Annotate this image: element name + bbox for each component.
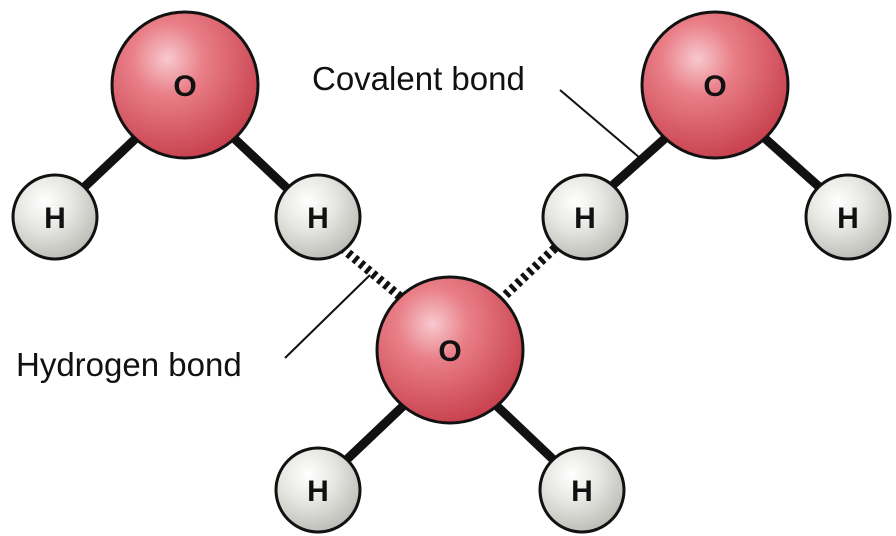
- hydrogen-label: H: [574, 202, 596, 235]
- oxygen-label: O: [703, 70, 726, 103]
- hydrogen-atom: H: [11, 173, 99, 261]
- hydrogen-label: H: [44, 202, 66, 235]
- hydrogen-bond-right: [491, 244, 559, 309]
- covalent-bond-label: Covalent bond: [312, 60, 525, 97]
- hydrogen-label: H: [837, 202, 859, 235]
- hydrogen-atom: H: [274, 446, 362, 534]
- oxygen-label: O: [438, 335, 461, 368]
- covalent-bond-leader-line: [559, 89, 641, 159]
- hydrogen-label: H: [307, 475, 329, 508]
- hydrogen-atom: H: [804, 173, 892, 261]
- molecule-top-left: O H H: [11, 10, 362, 261]
- molecule-bottom-center: O H H: [274, 275, 626, 534]
- oxygen-atom: O: [110, 10, 260, 160]
- hydrogen-bond-label: Hydrogen bond: [16, 346, 242, 383]
- oxygen-label: O: [173, 70, 196, 103]
- hydrogen-atom: H: [274, 173, 362, 261]
- molecule-top-right: O H H: [541, 10, 892, 261]
- hydrogen-atom: H: [538, 446, 626, 534]
- hydrogen-bond-leader-line: [284, 274, 371, 359]
- oxygen-atom: O: [375, 275, 525, 425]
- hydrogen-bonds: [339, 244, 559, 309]
- hydrogen-atom: H: [541, 173, 629, 261]
- hydrogen-label: H: [571, 475, 593, 508]
- hydrogen-label: H: [307, 202, 329, 235]
- oxygen-atom: O: [640, 10, 790, 160]
- callout-leaders: [284, 89, 641, 359]
- hydrogen-bond-left: [339, 244, 413, 309]
